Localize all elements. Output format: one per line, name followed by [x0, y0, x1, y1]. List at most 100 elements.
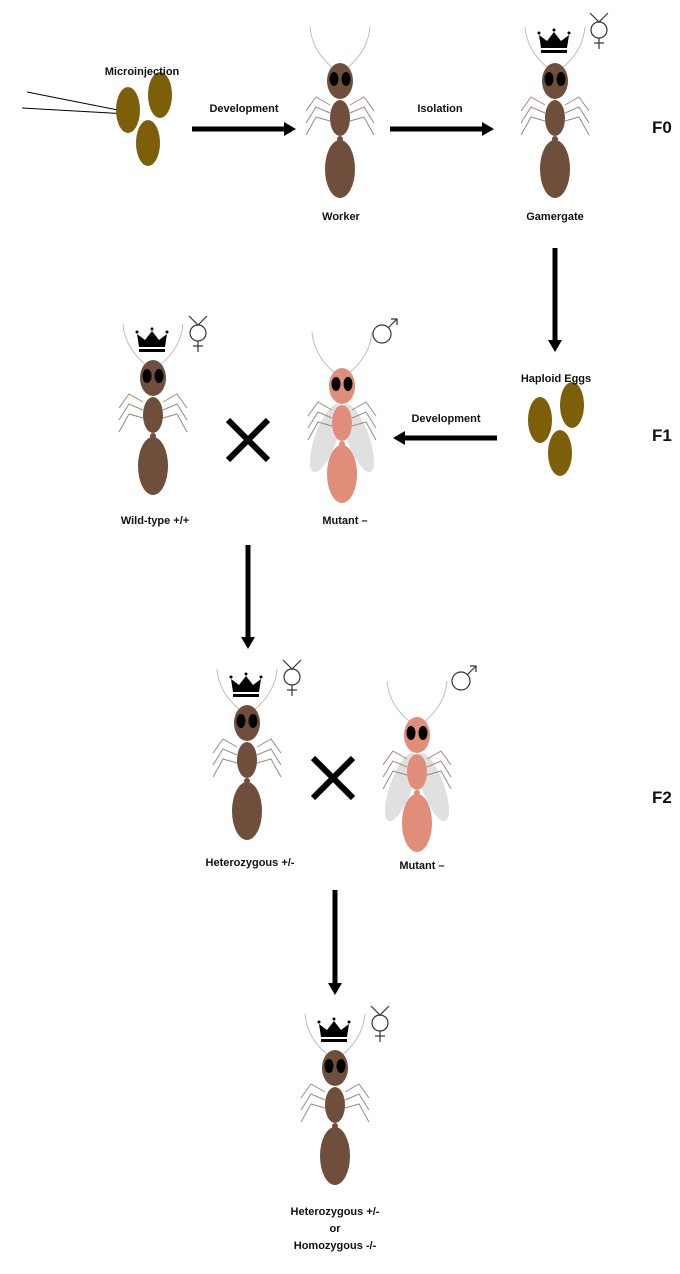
- worker-label: Worker: [300, 211, 382, 223]
- ant-thorax: [332, 405, 352, 441]
- leg-right: [350, 107, 374, 123]
- crown-band: [541, 50, 567, 53]
- isolation-label: Isolation: [395, 103, 485, 115]
- leg-right: [257, 749, 281, 765]
- arrow-head: [482, 122, 494, 136]
- ant-gaster: [232, 782, 262, 840]
- ant-eye-right: [342, 72, 351, 86]
- leg-right: [345, 1104, 369, 1122]
- ant-eye-right: [419, 726, 428, 740]
- gamergate-symbol-icon: [189, 316, 207, 352]
- arrow-development-f1: [393, 431, 497, 445]
- antenna-left: [310, 27, 333, 68]
- leg-left: [306, 97, 330, 111]
- leg-right: [565, 97, 589, 111]
- symbol-circle: [284, 669, 300, 685]
- mutant-label-f2: Mutant –: [377, 860, 467, 872]
- ant-eye-right: [344, 377, 353, 391]
- ant-eye-left: [332, 377, 341, 391]
- ant-thorax: [325, 1087, 345, 1123]
- needle-icon: [22, 92, 128, 114]
- arrow-isolation: [390, 122, 494, 136]
- leg-right: [163, 414, 187, 432]
- ant-gaster: [540, 140, 570, 198]
- crown-icon: [230, 673, 263, 698]
- arrow-shaft: [246, 545, 251, 637]
- ant-eye-left: [407, 726, 416, 740]
- crown-icon: [538, 29, 571, 54]
- crown-jewel: [538, 32, 541, 35]
- crown-icon: [318, 1018, 351, 1043]
- crown-jewel: [260, 676, 263, 679]
- male-symbol-icon: [452, 666, 476, 690]
- leg-left: [119, 394, 143, 408]
- ant-eye-left: [237, 714, 246, 728]
- leg-right: [163, 404, 187, 420]
- egg: [560, 382, 584, 428]
- symbol-horns: [590, 13, 608, 22]
- leg-left: [521, 117, 545, 135]
- crown-jewel: [230, 676, 233, 679]
- ant-eye-right: [557, 72, 566, 86]
- leg-left: [301, 1094, 325, 1110]
- leg-right: [257, 759, 281, 777]
- mutant-label-f1: Mutant –: [300, 515, 390, 527]
- arrow-shaft: [553, 248, 558, 340]
- symbol-arrow-shaft: [467, 666, 476, 675]
- crown-jewel: [245, 673, 248, 676]
- ant-thorax: [237, 742, 257, 778]
- arrow-shaft: [390, 127, 482, 132]
- crown-jewel: [151, 328, 154, 331]
- ant-gaster: [402, 794, 432, 852]
- symbol-horns: [189, 316, 207, 325]
- leg-left: [306, 107, 330, 123]
- ant-gaster: [325, 140, 355, 198]
- ant-eye-left: [143, 369, 152, 383]
- haploid-eggs-label: Haploid Eggs: [508, 373, 604, 385]
- antenna-left: [312, 332, 335, 373]
- ant-eye-left: [545, 72, 554, 86]
- cross-icon-f2: [313, 758, 353, 798]
- crown-shape: [137, 331, 167, 347]
- crown-band: [321, 1039, 347, 1042]
- ant-thorax: [143, 397, 163, 433]
- cross-icon-f1: [228, 420, 268, 460]
- ant-eye-right: [249, 714, 258, 728]
- mutant-male-ant-f2: [378, 681, 455, 852]
- leg-left: [213, 749, 237, 765]
- leg-right: [257, 739, 281, 753]
- outcome-label-line3: Homozygous -/-: [270, 1240, 400, 1252]
- arrow-to-outcome: [328, 890, 342, 995]
- leg-right: [350, 117, 374, 135]
- leg-left: [119, 404, 143, 420]
- leg-left: [119, 414, 143, 432]
- generation-f0: F0: [652, 118, 672, 138]
- leg-left: [213, 739, 237, 753]
- symbol-circle: [190, 325, 206, 341]
- egg: [528, 397, 552, 443]
- arrow-head: [284, 122, 296, 136]
- ant-eye-left: [330, 72, 339, 86]
- antenna-right: [424, 681, 447, 722]
- gamergate-symbol-icon: [590, 13, 608, 49]
- arrow-shaft: [405, 436, 497, 441]
- egg: [548, 430, 572, 476]
- leg-left: [301, 1084, 325, 1098]
- leg-right: [345, 1094, 369, 1110]
- crown-jewel: [136, 331, 139, 334]
- crown-icon: [136, 328, 169, 353]
- arrow-head: [328, 983, 342, 995]
- leg-right: [565, 117, 589, 135]
- crown-shape: [231, 676, 261, 692]
- leg-left: [306, 117, 330, 135]
- haploid-eggs: [528, 382, 584, 476]
- crown-band: [233, 694, 259, 697]
- leg-left: [213, 759, 237, 777]
- antenna-right: [347, 27, 370, 68]
- generation-f1: F1: [652, 426, 672, 446]
- arrow-shaft: [192, 127, 284, 132]
- egg: [148, 72, 172, 118]
- crown-band: [139, 349, 165, 352]
